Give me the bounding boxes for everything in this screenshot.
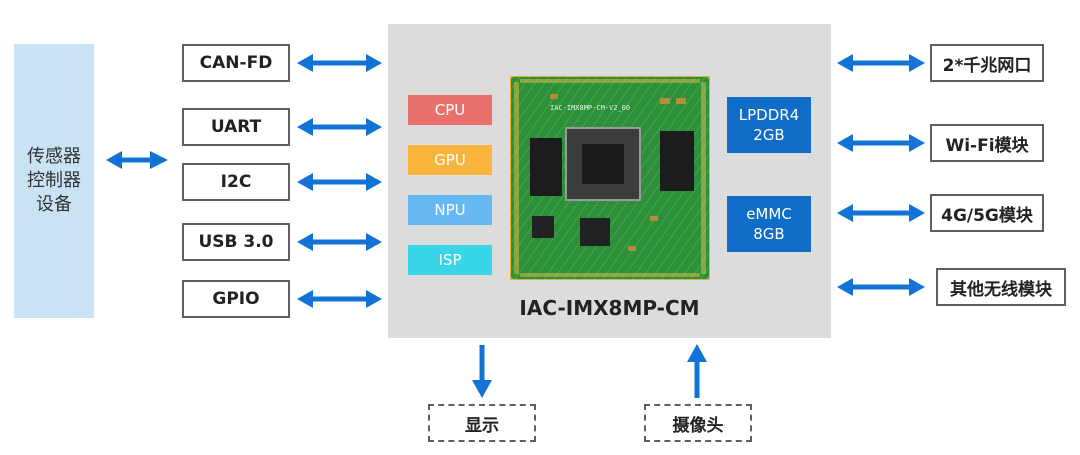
interface-i2c: I2C [182,163,290,201]
interface-gpio: GPIO [182,280,290,318]
memory-lpddr4-size: 2GB [753,126,785,144]
interface-uart: UART [182,108,290,146]
board-title: IAC-IMX8MP-CM [519,296,700,320]
chip-npu: NPU [408,195,492,225]
memory-emmc-size: 8GB [753,225,785,243]
interface-wifi: Wi-Fi模块 [930,124,1044,162]
sensor-line-3: 设备 [36,194,72,215]
arrow-i2c [297,173,382,191]
interface-usb3: USB 3.0 [182,223,290,261]
input-camera: 摄像头 [644,404,752,442]
memory-emmc: eMMC 8GB [727,196,811,252]
chip-cpu: CPU [408,95,492,125]
arrow-usb3 [297,233,382,251]
interface-other-wireless: 其他无线模块 [936,268,1066,306]
arrow-to-display [472,345,492,398]
arrow-can-fd [297,54,382,72]
pcb-silkscreen-label: IAC-IMX8MP-CM-V2_00 [550,104,630,112]
arrow-other-wireless [837,278,925,296]
memory-lpddr4-type: LPDDR4 [738,106,800,124]
arrow-wifi [837,134,925,152]
sensor-line-2: 控制器 [27,170,81,191]
memory-emmc-type: eMMC [746,205,792,223]
sensor-controller-block: 传感器 控制器 设备 [14,44,94,318]
interface-4g-5g: 4G/5G模块 [930,194,1044,232]
interface-gigabit-ethernet: 2*千兆网口 [930,44,1044,82]
sensor-line-1: 传感器 [27,146,81,167]
arrow-sensor [106,151,168,169]
output-display: 显示 [428,404,536,442]
pcb-module-image: IAC-IMX8MP-CM-V2_00 [510,76,710,280]
chip-isp: ISP [408,245,492,275]
arrow-gigabit-ethernet [837,54,925,72]
interface-can-fd: CAN-FD [182,44,290,82]
arrow-gpio [297,290,382,308]
memory-lpddr4: LPDDR4 2GB [727,97,811,153]
arrow-from-camera [687,344,707,398]
chip-gpu: GPU [408,145,492,175]
arrow-4g-5g [837,204,925,222]
arrow-uart [297,118,382,136]
